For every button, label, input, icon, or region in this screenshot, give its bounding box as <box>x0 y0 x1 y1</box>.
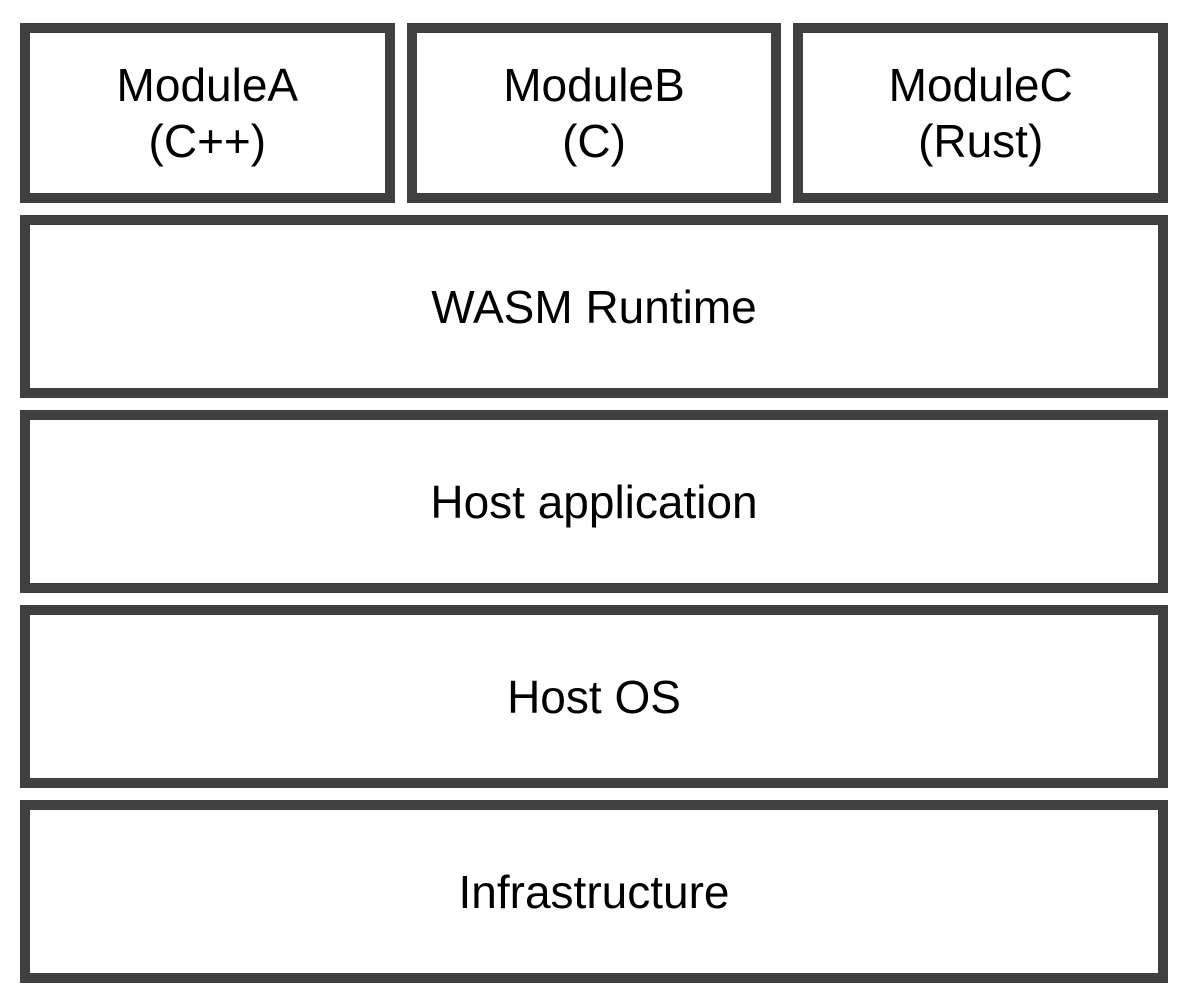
module-c-language: (Rust) <box>918 115 1044 167</box>
module-a-name: ModuleA <box>116 58 299 111</box>
layer-wasm-runtime: WASM Runtime <box>20 215 1168 398</box>
modules-row: ModuleA (C++) ModuleB (C) ModuleC (Rust) <box>20 23 1169 203</box>
module-b-language: (C) <box>562 115 626 167</box>
module-a-box: ModuleA (C++) <box>20 23 395 203</box>
module-b-name: ModuleB <box>503 58 685 111</box>
layer-wasm-runtime-label: WASM Runtime <box>431 280 757 333</box>
module-a-language: (C++) <box>148 115 267 167</box>
layer-host-os-label: Host OS <box>507 670 681 723</box>
module-b-box: ModuleB (C) <box>406 23 782 203</box>
module-c-name: ModuleC <box>888 58 1073 111</box>
layer-host-application: Host application <box>20 410 1168 593</box>
layer-infrastructure: Infrastructure <box>20 800 1168 983</box>
layer-host-os: Host OS <box>20 605 1168 788</box>
layer-host-application-label: Host application <box>430 475 758 528</box>
module-c-box: ModuleC (Rust) <box>793 23 1169 203</box>
layer-infrastructure-label: Infrastructure <box>458 865 730 918</box>
